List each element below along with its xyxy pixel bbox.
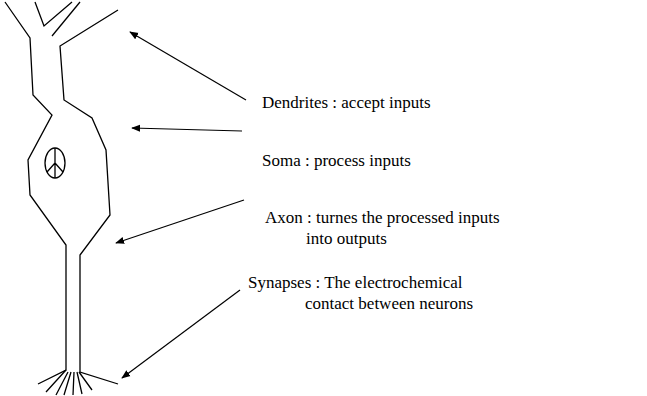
part-label: Synapses : The electrochemical contact b… xyxy=(248,272,483,314)
neuron-right-outline xyxy=(60,10,118,384)
part-label: Dendrites : accept inputs xyxy=(262,92,431,113)
leader-arrow xyxy=(130,32,246,100)
neuron-left-outline xyxy=(5,2,66,384)
dendrite-branch xyxy=(52,2,80,36)
nucleus-mark xyxy=(47,148,63,178)
synapse-terminals xyxy=(46,370,92,395)
part-label: Axon : turnes the processed inputs into … xyxy=(265,207,513,249)
part-label: Soma : process inputs xyxy=(262,150,411,171)
dendrite-inner-fork xyxy=(35,2,72,26)
leader-arrow xyxy=(122,290,240,378)
leader-arrow xyxy=(132,128,242,131)
nucleus xyxy=(45,148,65,178)
leader-arrow xyxy=(116,200,244,243)
